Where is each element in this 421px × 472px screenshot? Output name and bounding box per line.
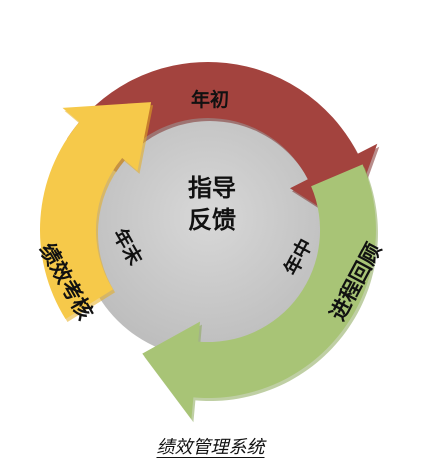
diagram-caption: 绩效管理系统: [156, 437, 265, 458]
center-text-line-1: 指导: [188, 174, 236, 202]
progress-review-arrow: [142, 164, 376, 420]
performance-appraisal-arrow: [39, 102, 152, 319]
center-disk: [80, 102, 336, 358]
year-start-label: 年初: [191, 88, 229, 111]
center-text-line-2: 反馈: [188, 206, 236, 234]
performance-plan-label: 绩效规划: [169, 24, 257, 50]
